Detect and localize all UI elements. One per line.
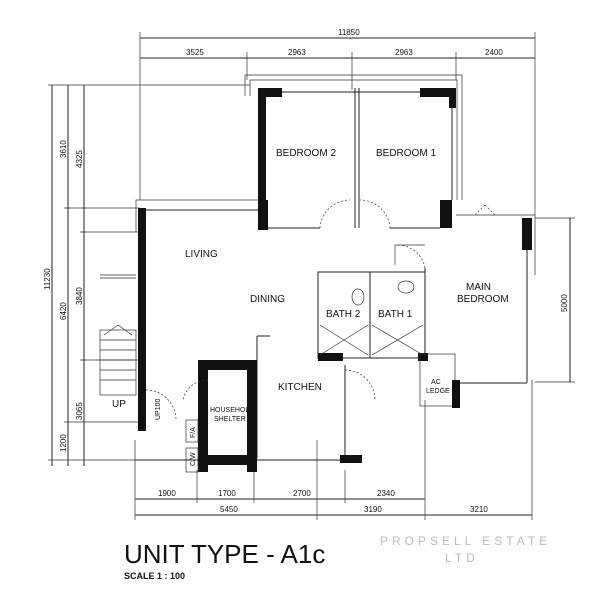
- room-label-kitchen: KITCHEN: [278, 382, 322, 393]
- room-label-dining: DINING: [250, 294, 285, 305]
- watermark-sub: LTD: [445, 551, 479, 565]
- right-dimension: 5000: [535, 217, 575, 383]
- dim-bottom: 1700: [218, 489, 236, 498]
- dim-right: 5000: [560, 294, 569, 312]
- room-label-ac-ledge: AC: [431, 379, 441, 386]
- dim-bottom-outer: 3210: [470, 505, 488, 514]
- dim-left-inner: 3065: [75, 402, 84, 420]
- dim-left-outer: 6420: [59, 302, 68, 320]
- dim-top: 3525: [186, 48, 204, 57]
- room-label-household-shelter: HOUSEHOLD: [210, 407, 254, 414]
- room-label-household-shelter: SHELTER: [214, 416, 246, 423]
- dim-left-outer: 3610: [59, 140, 68, 158]
- dim-left-inner: 4325: [75, 150, 84, 168]
- fa-label: F/A: [190, 427, 197, 438]
- bottom-dimensions: 1900 1700 2700 2340 5450 3190 3210: [134, 380, 533, 520]
- room-label-main-bedroom: MAIN: [466, 282, 491, 293]
- dim-left-outer: 1200: [59, 434, 68, 452]
- up100-label: UP100: [155, 398, 162, 420]
- watermark: PROPSELL ESTATE: [380, 534, 551, 548]
- top-dimensions: 11850 3525 2963 2963 2400: [139, 28, 536, 215]
- dim-left-inner: 3840: [75, 287, 84, 305]
- dim-bottom: 1900: [158, 489, 176, 498]
- room-label-bath-1: BATH 1: [378, 309, 413, 320]
- dim-top: 2963: [288, 48, 306, 57]
- room-label-ac-ledge: LEDGE: [426, 388, 450, 395]
- room-label-main-bedroom: BEDROOM: [457, 294, 509, 305]
- dim-bottom: 2340: [377, 489, 395, 498]
- scale-label: SCALE 1 : 100: [124, 571, 185, 581]
- unit-title: UNIT TYPE - A1c: [124, 539, 325, 569]
- room-label-bath-2: BATH 2: [326, 309, 361, 320]
- room-label-bedroom-2: BEDROOM 2: [276, 148, 336, 159]
- room-label-bedroom-1: BEDROOM 1: [376, 148, 436, 159]
- walls: [99, 74, 536, 473]
- dim-top-total: 11850: [338, 28, 360, 37]
- dim-bottom-outer: 3190: [364, 505, 382, 514]
- dim-bottom: 2700: [293, 489, 311, 498]
- room-label-living: LIVING: [185, 249, 218, 260]
- dim-left-total: 11230: [43, 268, 52, 290]
- stair-up-label: UP: [112, 399, 126, 410]
- dim-top: 2400: [485, 48, 503, 57]
- doors: [145, 199, 496, 421]
- dim-bottom-outer: 5450: [220, 505, 238, 514]
- dim-top: 2963: [395, 48, 413, 57]
- cw-label: C/W: [190, 452, 197, 466]
